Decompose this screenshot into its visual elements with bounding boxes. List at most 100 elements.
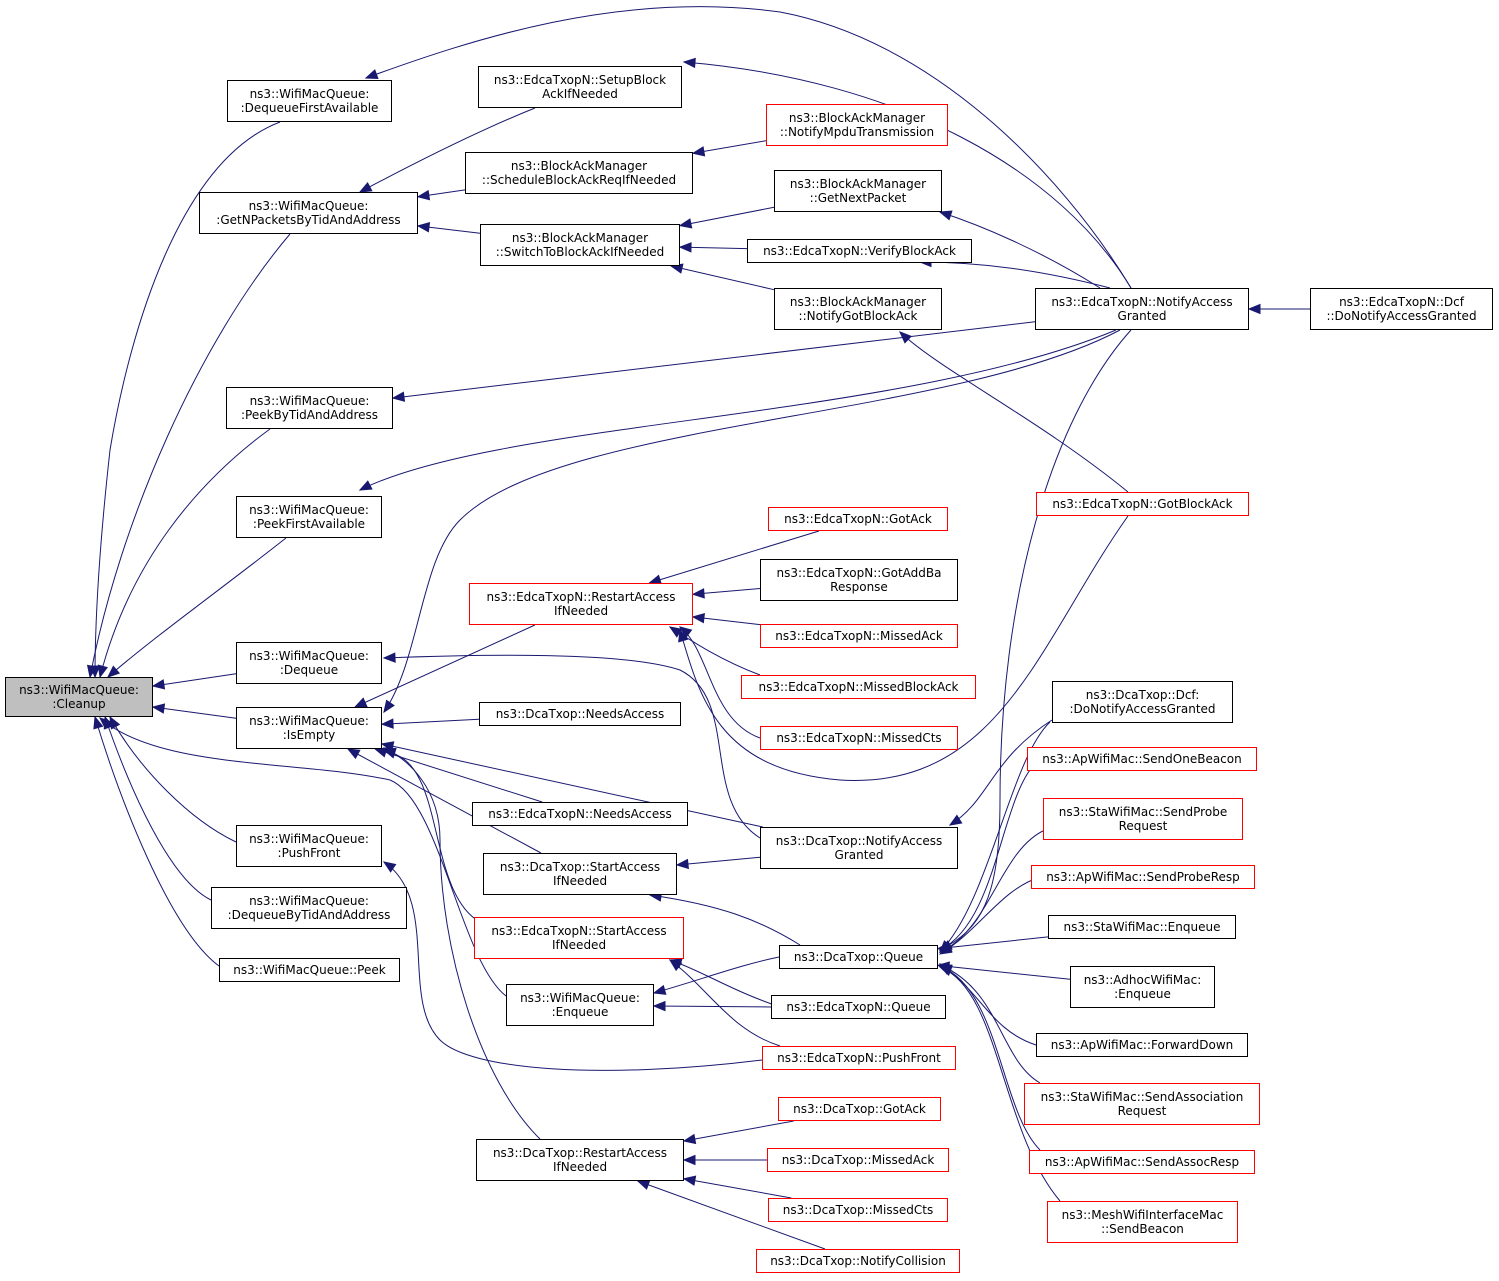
edge-dca_got_ack-to-dca_restart xyxy=(682,1120,794,1145)
node-label-line: AckIfNeeded xyxy=(542,87,618,101)
node-label-line: :DequeueFirstAvailable xyxy=(240,101,379,115)
edge-line xyxy=(99,428,271,678)
edge-arrowhead xyxy=(1247,303,1261,315)
edge-line xyxy=(152,706,237,719)
edge-edca_got_addba-to-edca_restart xyxy=(691,588,761,599)
node-dca-needs-access[interactable]: ns3::DcaTxop::NeedsAccess xyxy=(479,702,681,726)
edge-arrowhead xyxy=(382,652,396,663)
node-label-line: ns3::EdcaTxopN::NeedsAccess xyxy=(488,807,672,821)
edge-edca_got_ack-to-edca_restart xyxy=(648,530,820,585)
node-dequeue-first-available[interactable]: ns3::WifiMacQueue::DequeueFirstAvailable xyxy=(227,80,392,122)
node-label-line: ns3::ApWifiMac::ForwardDown xyxy=(1050,1038,1234,1052)
node-edca-got-block-ack[interactable]: ns3::EdcaTxopN::GotBlockAck xyxy=(1036,492,1249,516)
edge-line xyxy=(637,1180,826,1250)
edge-line xyxy=(109,716,237,843)
edge-edca_notify_access-to-dca_queue xyxy=(938,329,1132,951)
edge-dca_needs_access-to-wmq_isempty xyxy=(380,718,480,729)
edge-arrowhead xyxy=(691,588,705,599)
node-edca-queue[interactable]: ns3::EdcaTxopN::Queue xyxy=(771,995,946,1019)
node-ap-send-one-beacon[interactable]: ns3::ApWifiMac::SendOneBeacon xyxy=(1027,747,1257,771)
edge-arrowhead xyxy=(678,242,692,253)
edge-bam_notify_got-to-bam_switch xyxy=(669,263,775,291)
node-label-line: ns3::EdcaTxopN::NotifyAccess xyxy=(1051,295,1233,309)
node-edca-missed-block[interactable]: ns3::EdcaTxopN::MissedBlockAck xyxy=(741,675,976,699)
node-label-line: ns3::DcaTxop::GotAck xyxy=(793,1102,926,1116)
edge-edca_notify_access-to-peek_first_available xyxy=(358,329,1117,491)
node-ap-send-probe-resp[interactable]: ns3::ApWifiMac::SendProbeResp xyxy=(1031,865,1255,889)
edge-dca_notify_access-to-dca_start_access xyxy=(675,856,761,870)
node-dca-missed-cts[interactable]: ns3::DcaTxop::MissedCts xyxy=(768,1198,948,1222)
node-wmq-isempty[interactable]: ns3::WifiMacQueue::IsEmpty xyxy=(236,707,382,749)
node-dca-dcf-notify[interactable]: ns3::DcaTxop::Dcf::DoNotifyAccessGranted xyxy=(1052,681,1233,723)
node-edca-got-ack[interactable]: ns3::EdcaTxopN::GotAck xyxy=(768,507,948,531)
edge-arrowhead xyxy=(652,1000,666,1012)
node-bam-schedule[interactable]: ns3::BlockAckManager::ScheduleBlockAckRe… xyxy=(465,152,693,194)
node-edca-dcf-notify[interactable]: ns3::EdcaTxopN::Dcf::DoNotifyAccessGrant… xyxy=(1310,288,1493,330)
edge-edca_notify_access-to-wmq_isempty xyxy=(383,329,1121,714)
node-label-line: ns3::WifiMacQueue::Peek xyxy=(233,963,386,977)
node-dca-queue[interactable]: ns3::DcaTxop::Queue xyxy=(779,945,938,969)
edge-line xyxy=(365,6,1132,289)
node-edca-verify[interactable]: ns3::EdcaTxopN::VerifyBlockAck xyxy=(747,239,972,263)
node-adhoc-enqueue[interactable]: ns3::AdhocWifiMac::Enqueue xyxy=(1070,966,1215,1008)
edge-line xyxy=(939,964,1041,1084)
edge-arrowhead xyxy=(358,182,373,193)
node-dca-notify-collision[interactable]: ns3::DcaTxop::NotifyCollision xyxy=(756,1249,960,1273)
edge-line xyxy=(683,1120,794,1142)
node-wmq-enqueue[interactable]: ns3::WifiMacQueue::Enqueue xyxy=(506,984,654,1026)
node-label-line: ns3::DcaTxop::Dcf: xyxy=(1085,688,1200,702)
edge-arrowhead xyxy=(93,715,104,730)
edge-line xyxy=(375,748,543,803)
node-label-line: ns3::StaWifiMac::SendAssociation xyxy=(1040,1090,1244,1104)
node-dca-got-ack[interactable]: ns3::DcaTxop::GotAck xyxy=(778,1097,941,1121)
node-bam-notify-mpdu[interactable]: ns3::BlockAckManager::NotifyMpduTransmis… xyxy=(766,104,948,146)
node-label-line: ns3::EdcaTxopN::Queue xyxy=(786,1000,931,1014)
edge-arrowhead xyxy=(416,189,431,201)
node-edca-missed-cts[interactable]: ns3::EdcaTxopN::MissedCts xyxy=(760,726,958,750)
node-label-line: ns3::EdcaTxopN::MissedAck xyxy=(775,629,943,643)
edge-bam_notify_mpdu-to-bam_schedule xyxy=(691,140,767,157)
node-peek-by-tid[interactable]: ns3::WifiMacQueue::PeekByTidAndAddress xyxy=(226,387,393,429)
node-label-line: ::ScheduleBlockAckReqIfNeeded xyxy=(481,173,677,187)
edge-line xyxy=(152,673,237,687)
node-sta-enqueue[interactable]: ns3::StaWifiMac::Enqueue xyxy=(1048,915,1236,939)
node-bam-get-next[interactable]: ns3::BlockAckManager::GetNextPacket xyxy=(774,170,942,212)
node-ap-forward-down[interactable]: ns3::ApWifiMac::ForwardDown xyxy=(1036,1033,1248,1057)
node-edca-pushfront[interactable]: ns3::EdcaTxopN::PushFront xyxy=(762,1046,956,1070)
node-label-line: ns3::BlockAckManager xyxy=(510,159,648,173)
node-peek-first-available[interactable]: ns3::WifiMacQueue::PeekFirstAvailable xyxy=(236,496,382,538)
edge-dca_start_access-to-wmq_isempty xyxy=(346,748,542,854)
edge-line xyxy=(359,107,536,193)
node-bam-notify-got[interactable]: ns3::BlockAckManager::NotifyGotBlockAck xyxy=(774,288,942,330)
node-label-line: :DoNotifyAccessGranted xyxy=(1069,702,1216,716)
node-edca-needs-access[interactable]: ns3::EdcaTxopN::NeedsAccess xyxy=(472,802,688,826)
node-dca-missed-ack[interactable]: ns3::DcaTxop::MissedAck xyxy=(767,1148,949,1172)
node-dequeue-by-tid[interactable]: ns3::WifiMacQueue::DequeueByTidAndAddres… xyxy=(211,887,407,929)
node-wmq-peek[interactable]: ns3::WifiMacQueue::Peek xyxy=(219,958,400,982)
node-label-line: :DequeueByTidAndAddress xyxy=(227,908,391,922)
node-wmq-pushfront[interactable]: ns3::WifiMacQueue::PushFront xyxy=(236,825,382,867)
node-edca-missed-ack[interactable]: ns3::EdcaTxopN::MissedAck xyxy=(760,624,958,648)
node-bam-switch[interactable]: ns3::BlockAckManager::SwitchToBlockAckIf… xyxy=(480,224,680,266)
edge-edca_needs_access-to-wmq_isempty xyxy=(373,747,543,803)
edge-line xyxy=(937,936,1049,950)
node-get-npackets[interactable]: ns3::WifiMacQueue::GetNPacketsByTidAndAd… xyxy=(199,192,418,234)
edge-bam_schedule-to-get_npackets xyxy=(416,189,466,201)
edge-setup_block_ack-to-get_npackets xyxy=(358,107,536,193)
node-ap-send-assoc-resp[interactable]: ns3::ApWifiMac::SendAssocResp xyxy=(1029,1150,1255,1174)
edge-edca_verify-to-bam_switch xyxy=(678,242,748,253)
node-wmq-dequeue[interactable]: ns3::WifiMacQueue::Dequeue xyxy=(236,642,382,684)
edge-line xyxy=(653,1005,772,1008)
edge-wmq_enqueue-to-cleanup xyxy=(98,717,507,997)
node-mesh-send-beacon[interactable]: ns3::MeshWifiInterfaceMac::SendBeacon xyxy=(1047,1201,1238,1243)
